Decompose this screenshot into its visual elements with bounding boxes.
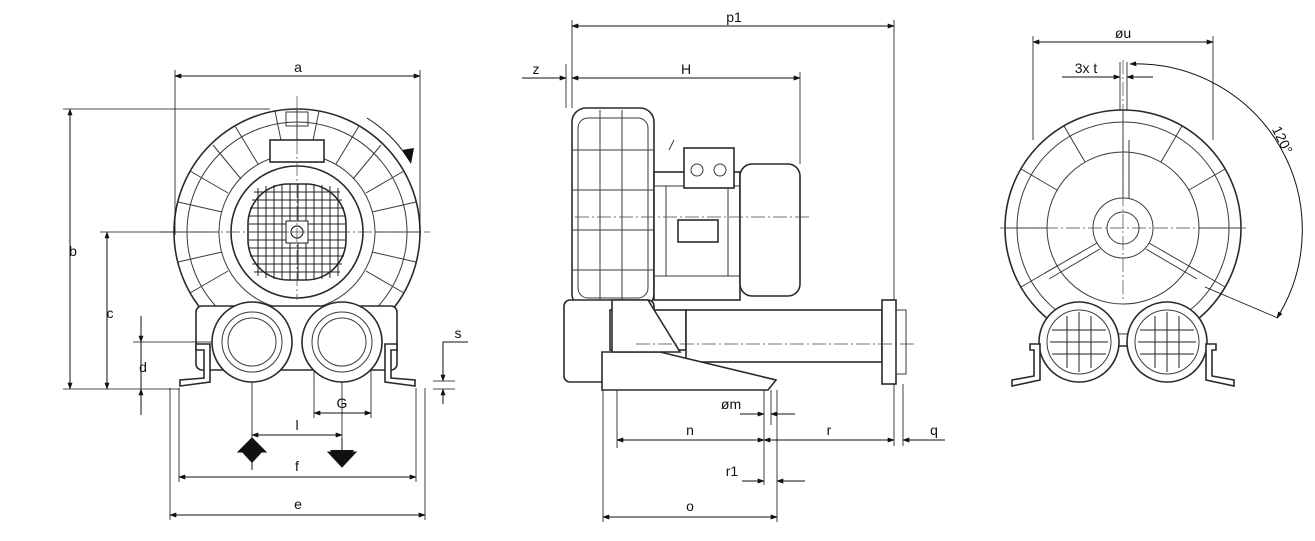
dim-p1-label: p1: [726, 9, 742, 25]
dim-b-label: b: [69, 243, 77, 259]
dim-r1-label: r1: [726, 463, 739, 479]
dim-e-label: e: [294, 496, 302, 512]
rear-view: øu 3x t 120°: [1000, 25, 1303, 387]
dim-g-label: G: [337, 395, 348, 411]
dim-angle-label: 120°: [1269, 123, 1296, 156]
dim-a-label: a: [294, 59, 302, 75]
dim-z-label: z: [533, 61, 540, 77]
dim-u-label: øu: [1115, 25, 1131, 41]
dim-m-label: øm: [721, 396, 741, 412]
dim-o-label: o: [686, 498, 694, 514]
side-view: p1 H z øm n r q r1 o: [522, 9, 945, 522]
dim-f-label: f: [295, 458, 299, 474]
dim-d-label: d: [139, 359, 147, 375]
dim-l-label: l: [295, 417, 298, 433]
dim-angle-arc: [1129, 61, 1303, 319]
dim-t-label: 3x t: [1075, 60, 1098, 76]
dim-q-label: q: [930, 422, 938, 438]
dim-c-label: c: [107, 305, 114, 321]
dim-r-label: r: [827, 422, 832, 438]
front-view: a b c d s G l f e: [63, 59, 468, 520]
side-housing: [563, 107, 907, 391]
dim-h-label: H: [681, 61, 691, 77]
dim-n-label: n: [686, 422, 694, 438]
dim-s-label: s: [455, 325, 462, 341]
